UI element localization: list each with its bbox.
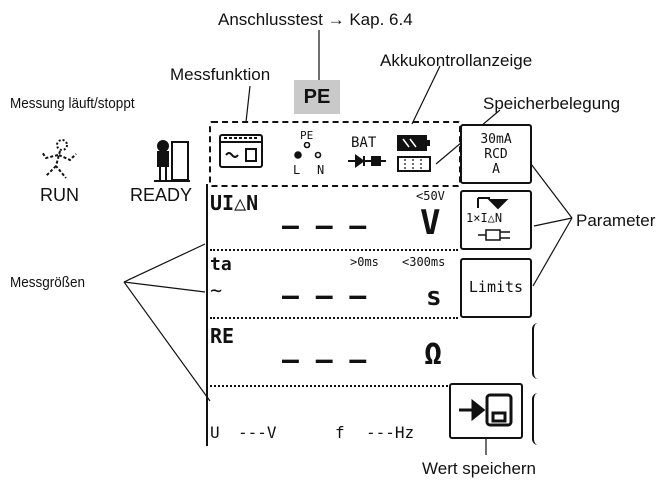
row2-min: >0ms: [350, 255, 379, 269]
pe-badge: PE: [294, 80, 340, 114]
row1-unit: V: [420, 203, 441, 243]
ready-label: READY: [130, 185, 193, 205]
run-label: RUN: [40, 185, 79, 205]
row-divider-3: [210, 385, 448, 387]
measurement-function-icon[interactable]: [218, 131, 266, 176]
display-left-border: [206, 184, 208, 446]
rcd-rating-button[interactable]: 30mA RCD A: [460, 124, 532, 184]
standing-person-door-icon: [150, 138, 194, 189]
row-divider-1: [210, 249, 458, 251]
row1-quantity: UI△N: [210, 191, 259, 215]
battery-icon: [396, 133, 432, 158]
connection-test-icon: [292, 141, 332, 175]
row4-u-value: ---V: [238, 423, 277, 442]
row2-value: – – –: [282, 279, 367, 312]
save-value-button[interactable]: [449, 383, 523, 439]
save-arrow-disk-icon: [457, 391, 515, 434]
akkukontrollanzeige-label: Akkukontrollanzeige: [380, 51, 533, 70]
scroll-bracket-lower: [532, 393, 540, 445]
messgroessen-label: Messgrößen: [10, 274, 86, 291]
bat-label: BAT: [351, 135, 377, 151]
row4-f-value: ---Hz: [366, 423, 415, 442]
test-current-text: 1×I△N: [466, 211, 503, 225]
rcd-class-text: A: [492, 162, 500, 177]
row-divider-2: [210, 317, 458, 319]
memory-occupancy-icon: [396, 154, 432, 179]
plug-icon: [478, 228, 514, 247]
l-terminal-label: L: [293, 163, 301, 177]
anschlusstest-label: Anschlusstest → Kap. 6.4: [218, 10, 413, 29]
row2-max: <300ms: [402, 255, 446, 269]
limits-text: Limits: [468, 278, 524, 296]
pe-small-label: PE: [300, 129, 314, 142]
row1-value: – – –: [282, 209, 367, 242]
limits-button[interactable]: Limits: [460, 258, 532, 318]
row2-unit: s: [426, 282, 442, 312]
ramp-icon: [476, 196, 516, 215]
diode-icon: [346, 153, 388, 174]
rcd-current-text: 30mA: [480, 132, 512, 147]
speicherbelegung-label: Speicherbelegung: [483, 94, 621, 113]
messung-status-label: Messung läuft/stoppt: [10, 95, 135, 112]
row2-quantity: ta: [210, 254, 232, 275]
row3-unit: Ω: [424, 337, 443, 372]
parameter-label: Parameter: [576, 211, 656, 230]
scroll-bracket-upper: [532, 323, 540, 379]
row4-f-label: f: [335, 423, 345, 442]
test-current-parameter-button[interactable]: 1×I△N: [460, 190, 532, 250]
row4-u-label: U: [210, 423, 220, 442]
row3-quantity: RE: [210, 324, 235, 348]
n-terminal-label: N: [317, 163, 325, 177]
wert-speichern-label: Wert speichern: [422, 459, 537, 478]
running-person-icon: [38, 138, 82, 189]
row3-value: – – –: [282, 343, 367, 376]
rcd-type-text: RCD: [484, 147, 508, 162]
row1-limit: <50V: [416, 189, 445, 203]
ac-wave-icon: ∼: [210, 278, 223, 302]
messfunktion-label: Messfunktion: [170, 65, 271, 84]
